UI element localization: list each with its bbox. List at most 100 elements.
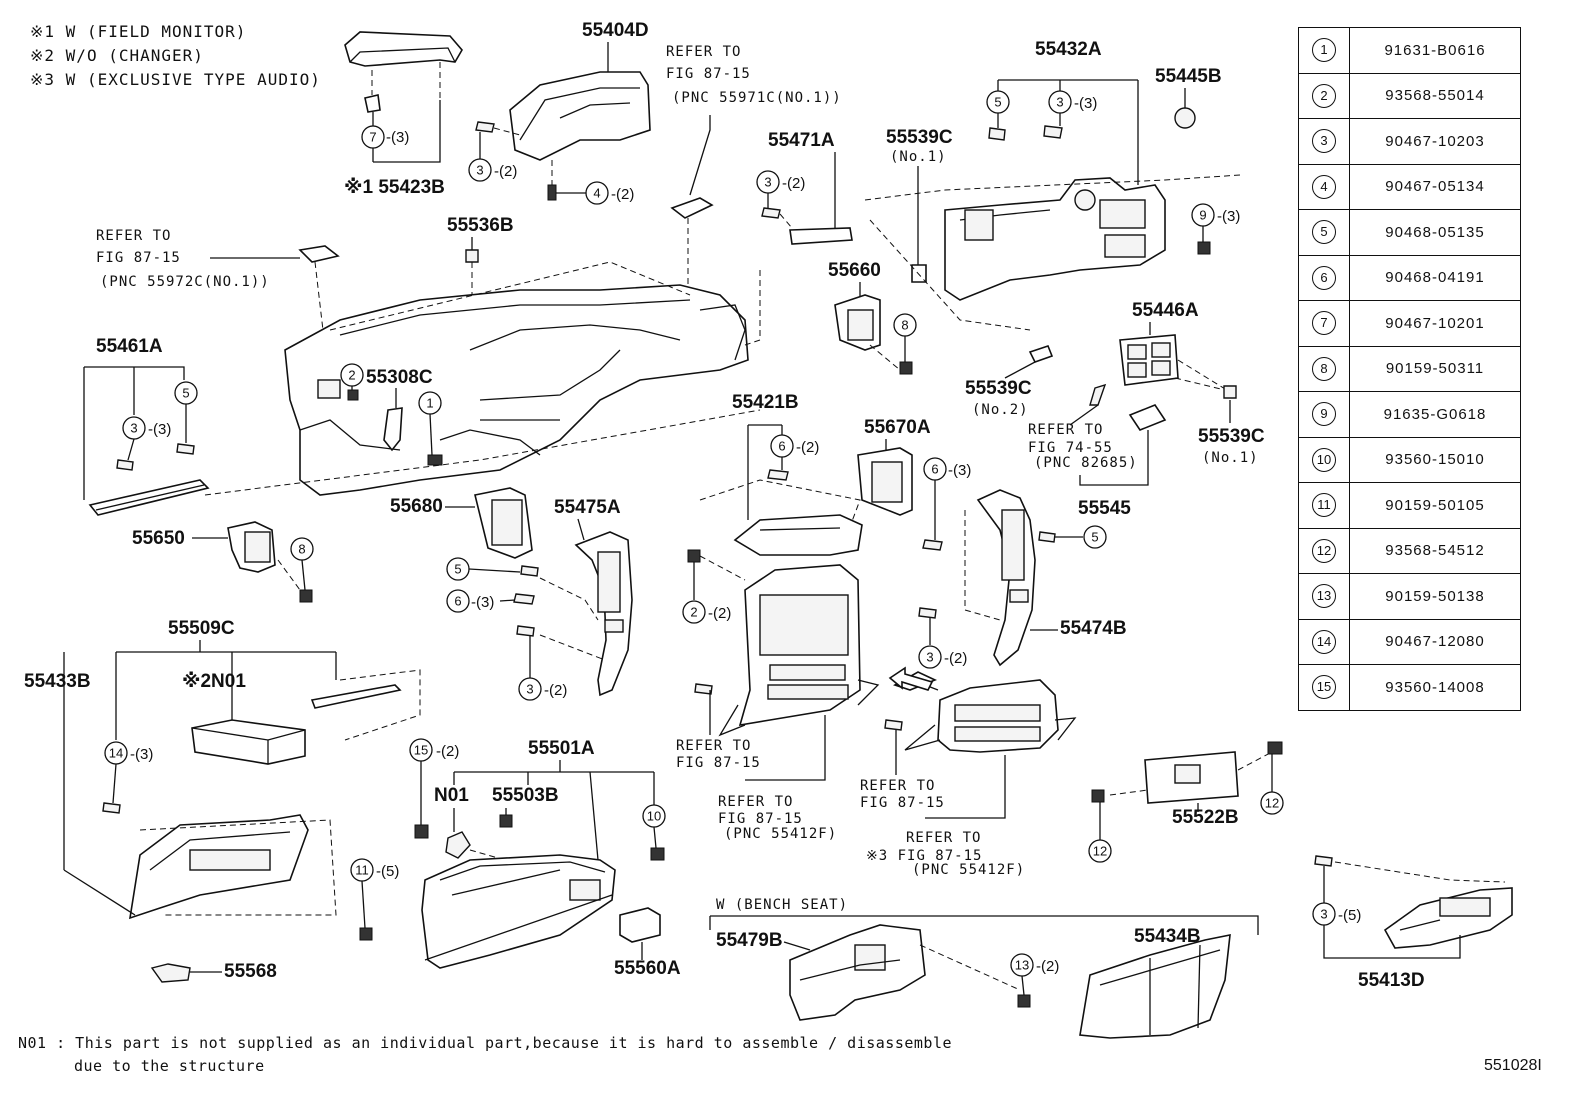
svg-text:55660: 55660 <box>828 260 881 281</box>
svg-text:-(2): -(2) <box>436 743 459 760</box>
svg-text:55434B: 55434B <box>1134 926 1201 947</box>
svg-text:55501A: 55501A <box>528 738 595 759</box>
svg-text:-(2): -(2) <box>1036 958 1059 975</box>
callout-9-3: 9 -(3) <box>1191 203 1240 255</box>
svg-text:55545: 55545 <box>1078 498 1131 519</box>
svg-text:-(2): -(2) <box>944 650 967 667</box>
svg-text:-(2): -(2) <box>796 439 819 456</box>
svg-text:12: 12 <box>1265 796 1279 811</box>
svg-text:8: 8 <box>298 542 305 557</box>
figure-id: 551028I <box>1484 1057 1542 1074</box>
svg-text:5: 5 <box>994 95 1001 110</box>
svg-text:REFER TO: REFER TO <box>666 44 741 60</box>
callout-13-2: 13 -(2) <box>1010 953 1059 1008</box>
svg-text:3: 3 <box>926 650 933 665</box>
svg-text:14: 14 <box>109 746 123 761</box>
svg-text:55503B: 55503B <box>492 785 559 806</box>
callout-6-3-b: 6 -(3) <box>922 457 971 551</box>
footnote: N01 : This part is not supplied as an in… <box>18 1032 952 1078</box>
legend-key: 6 <box>1312 265 1336 290</box>
svg-text:55479B: 55479B <box>716 930 783 951</box>
svg-text:(PNC 55412F): (PNC 55412F) <box>912 862 1025 878</box>
legend-part: 91635-G0618 <box>1349 391 1521 438</box>
callout-3-2-c: 3 -(2) <box>516 625 567 701</box>
callout-11-5: 11 -(5) <box>350 858 399 941</box>
svg-text:-(2): -(2) <box>782 175 805 192</box>
legend-part: 90468-05135 <box>1349 209 1521 256</box>
callout-4-2: 4 -(2) <box>547 160 634 205</box>
svg-text:2: 2 <box>348 368 355 383</box>
svg-text:13: 13 <box>1015 958 1029 973</box>
callout-14-3: 14 -(3) <box>102 741 153 814</box>
callout-12-a: 12 <box>1088 789 1112 863</box>
legend-key: 9 <box>1312 402 1336 427</box>
callout-5-a: 5 <box>986 90 1010 141</box>
legend-part: 90468-04191 <box>1349 254 1521 301</box>
svg-text:5: 5 <box>1091 530 1098 545</box>
svg-text:55560A: 55560A <box>614 958 681 979</box>
svg-text:-(3): -(3) <box>948 462 971 479</box>
callout-3-2-b: 3 -(2) <box>756 170 805 229</box>
svg-text:12: 12 <box>1093 844 1107 859</box>
svg-text:3: 3 <box>476 163 483 178</box>
legend-key: 10 <box>1312 447 1336 472</box>
callout-6-3-a: 6 -(3) <box>446 589 535 613</box>
svg-text:REFER TO: REFER TO <box>718 794 793 810</box>
callout-num: 7 <box>369 130 376 145</box>
svg-text:FIG 87-15: FIG 87-15 <box>676 755 761 771</box>
legend-part: 93560-15010 <box>1349 436 1521 483</box>
legend-part: 90159-50311 <box>1349 345 1521 392</box>
legend-part: 90467-05134 <box>1349 163 1521 210</box>
svg-text:(PNC 55412F): (PNC 55412F) <box>724 826 837 842</box>
note-2: ※2 W/O (CHANGER) <box>30 46 204 65</box>
svg-text:W (BENCH SEAT): W (BENCH SEAT) <box>716 897 848 913</box>
svg-text:55461A: 55461A <box>96 336 163 357</box>
svg-text:55539C: 55539C <box>965 378 1032 399</box>
svg-text:5: 5 <box>182 386 189 401</box>
svg-text:9: 9 <box>1199 208 1206 223</box>
legend-key: 12 <box>1312 538 1336 563</box>
legend-part: 90467-10201 <box>1349 300 1521 347</box>
svg-text:11: 11 <box>355 863 369 878</box>
legend-part: 90159-50138 <box>1349 573 1521 620</box>
svg-text:(No.1): (No.1) <box>890 149 947 165</box>
label-55404D: 55404D <box>582 20 649 41</box>
part-center-bezel <box>718 564 880 737</box>
svg-text:-(3): -(3) <box>1217 208 1240 225</box>
callout-8-b: 8 <box>290 537 314 603</box>
svg-text:REFER TO: REFER TO <box>1028 422 1103 438</box>
svg-text:REFER TO: REFER TO <box>906 830 981 846</box>
legend-key: 3 <box>1312 129 1336 154</box>
svg-text:-(2): -(2) <box>544 682 567 699</box>
svg-text:55509C: 55509C <box>168 618 235 639</box>
svg-text:REFER TO: REFER TO <box>96 228 171 244</box>
legend-key: 1 <box>1312 38 1336 63</box>
callout-2-2: 2 -(2) <box>682 549 731 624</box>
svg-text:10: 10 <box>647 809 661 824</box>
note-1: ※1 W (FIELD MONITOR) <box>30 22 247 41</box>
callout-3-2-a: 3 -(2) <box>468 121 521 182</box>
svg-text:-(2): -(2) <box>708 605 731 622</box>
svg-text:REFER TO: REFER TO <box>860 778 935 794</box>
part-55446A <box>1119 334 1179 386</box>
part-55423B: 7 -(3) <box>344 31 463 163</box>
legend-key: 8 <box>1312 356 1336 381</box>
svg-text:-(2): -(2) <box>494 163 517 180</box>
svg-text:-(2): -(2) <box>611 186 634 203</box>
callout-3-3-b: 3 -(3) <box>116 416 171 471</box>
svg-text:55670A: 55670A <box>864 417 931 438</box>
callout-5-b: 5 <box>174 381 198 455</box>
legend-part: 93560-14008 <box>1349 664 1521 711</box>
svg-text:3: 3 <box>1056 95 1063 110</box>
svg-text:FIG 74-55: FIG 74-55 <box>1028 440 1113 456</box>
svg-text:REFER TO: REFER TO <box>676 738 751 754</box>
svg-text:55421B: 55421B <box>732 392 799 413</box>
